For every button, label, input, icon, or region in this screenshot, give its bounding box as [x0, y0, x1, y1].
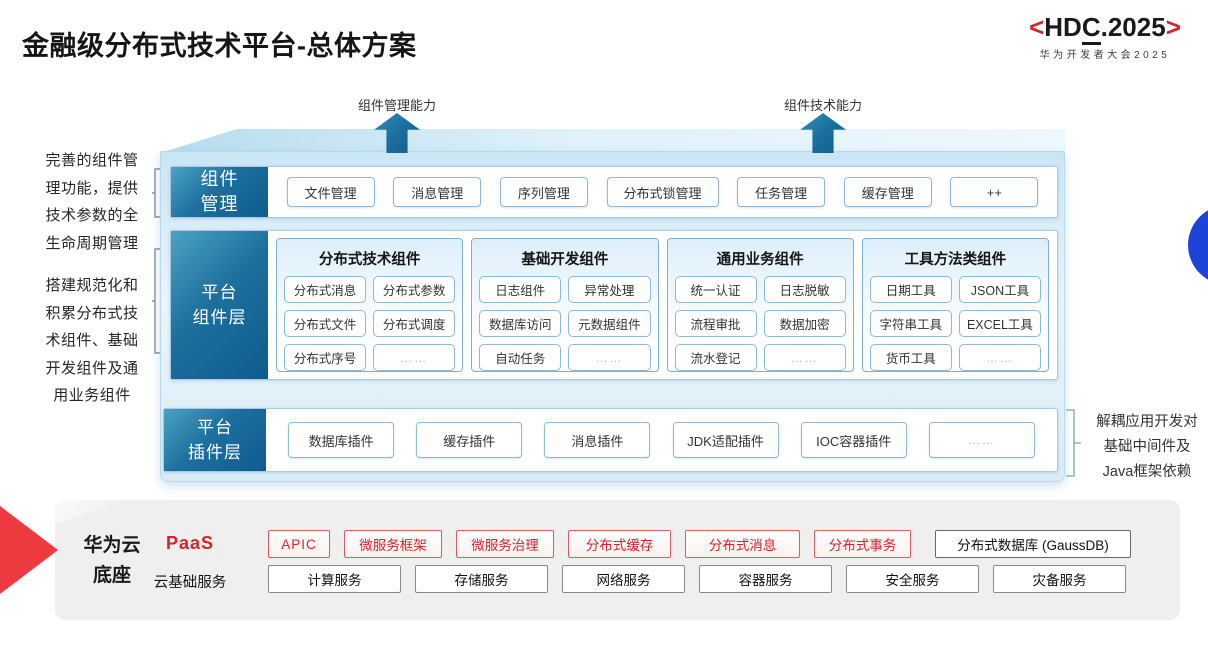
- component-box: 分布式消息: [284, 276, 367, 303]
- platform-component-label: 平台 组件层: [171, 231, 268, 379]
- component-management-label: 组件 管理: [171, 167, 268, 217]
- hdc-logo: <HDC.2025> 华为开发者大会2025: [1004, 12, 1206, 61]
- column-common-business: 通用业务组件 统一认证 日志脱敏 流程审批 数据加密 流水登记 ……: [666, 238, 854, 372]
- plugin-box: IOC容器插件: [800, 422, 907, 458]
- platform-component-row: 平台 组件层 分布式技术组件 分布式消息 分布式参数 分布式文件 分布式调度 分…: [170, 230, 1058, 380]
- component-management-row: 组件 管理 文件管理 消息管理 序列管理 分布式锁管理 任务管理 缓存管理 ++: [170, 166, 1058, 218]
- component-box: 分布式序号: [284, 344, 367, 371]
- component-box: 任务管理: [737, 177, 826, 207]
- component-box: 日期工具: [869, 276, 952, 303]
- component-box: 流程审批: [674, 310, 757, 337]
- component-box: 数据加密: [763, 310, 846, 337]
- component-box: 流水登记: [674, 344, 757, 371]
- component-box: 日志脱敏: [763, 276, 846, 303]
- component-box: 数据库访问: [479, 310, 562, 337]
- component-box: 分布式参数: [373, 276, 456, 303]
- left-note-platform-components: 搭建规范化和 积累分布式技 术组件、基础 开发组件及通 用业务组件: [45, 277, 139, 404]
- cloud-service-box: 计算服务: [268, 565, 401, 593]
- paas-label: PaaS: [165, 533, 215, 553]
- foundation-label: 华为云 底座: [83, 535, 141, 586]
- plugin-box: 数据库插件: [288, 422, 395, 458]
- page-title: 金融级分布式技术平台-总体方案: [22, 31, 417, 61]
- ellipsis-box: ……: [928, 422, 1035, 458]
- capability-label-management: 组件管理能力: [357, 98, 436, 113]
- left-note-component-management: 完善的组件管 理功能，提供 技术参数的全 生命周期管理: [45, 152, 139, 252]
- component-box: 序列管理: [499, 177, 588, 207]
- gaussdb-box: 分布式数据库 (GaussDB): [935, 530, 1131, 558]
- component-box: 分布式文件: [284, 310, 367, 337]
- component-box: 消息管理: [393, 177, 482, 207]
- hdc-logo-text: <HDC.2025>: [1004, 12, 1206, 45]
- paas-service-box: 分布式缓存: [568, 530, 671, 558]
- plugin-box: JDK适配插件: [672, 422, 779, 458]
- platform-plugin-label: 平台 插件层: [164, 409, 266, 471]
- component-box: ++: [950, 177, 1039, 207]
- component-box: 分布式锁管理: [606, 177, 719, 207]
- cloud-service-box: 安全服务: [846, 565, 979, 593]
- paas-services-row: APIC 微服务框架 微服务治理 分布式缓存 分布式消息 分布式事务 分布式数据…: [268, 530, 1131, 558]
- column-distributed-tech: 分布式技术组件 分布式消息 分布式参数 分布式文件 分布式调度 分布式序号 ……: [276, 238, 464, 372]
- hdc-logo-subtitle: 华为开发者大会2025: [1039, 50, 1171, 61]
- paas-service-box: 微服务治理: [456, 530, 554, 558]
- ellipsis-box: ……: [958, 344, 1041, 371]
- component-box: 文件管理: [286, 177, 375, 207]
- column-utility-methods: 工具方法类组件 日期工具 JSON工具 字符串工具 EXCEL工具 货币工具 ……: [861, 238, 1049, 372]
- plugin-box: 缓存插件: [416, 422, 523, 458]
- ellipsis-box: ……: [568, 344, 651, 371]
- component-box: 货币工具: [869, 344, 952, 371]
- component-box: JSON工具: [958, 276, 1041, 303]
- left-bracket-icon: [152, 248, 162, 354]
- component-box: 缓存管理: [843, 177, 932, 207]
- blue-circle-decoration: [1188, 205, 1208, 285]
- platform-top-face: [160, 129, 1065, 153]
- right-bracket-icon: [1066, 409, 1081, 477]
- paas-service-box: 微服务框架: [344, 530, 442, 558]
- right-note-decoupling: 解耦应用开发对 基础中间件及 Java框架依赖: [1096, 414, 1198, 480]
- platform-plugin-row: 平台 插件层 数据库插件 缓存插件 消息插件 JDK适配插件 IOC容器插件 ……: [163, 408, 1058, 472]
- component-box: 统一认证: [674, 276, 757, 303]
- logo-open-bracket-icon: <: [1029, 12, 1045, 42]
- component-box: EXCEL工具: [958, 310, 1041, 337]
- cloud-service-box: 容器服务: [699, 565, 832, 593]
- paas-service-box: APIC: [268, 530, 330, 558]
- component-box: 元数据组件: [568, 310, 651, 337]
- cloud-service-box: 网络服务: [562, 565, 685, 593]
- component-box: 字符串工具: [869, 310, 952, 337]
- paas-service-box: 分布式消息: [685, 530, 800, 558]
- paas-service-box: 分布式事务: [814, 530, 911, 558]
- component-box: 分布式调度: [373, 310, 456, 337]
- cloud-service-box: 灾备服务: [993, 565, 1126, 593]
- ellipsis-box: ……: [373, 344, 456, 371]
- logo-close-bracket-icon: >: [1165, 12, 1181, 42]
- component-box: 异常处理: [568, 276, 651, 303]
- column-basic-dev: 基础开发组件 日志组件 异常处理 数据库访问 元数据组件 自动任务 ……: [471, 238, 659, 372]
- component-box: 自动任务: [479, 344, 562, 371]
- capability-label-technical: 组件技术能力: [783, 98, 862, 113]
- cloud-service-box: 存储服务: [415, 565, 548, 593]
- huawei-cloud-foundation-panel: [55, 500, 1180, 620]
- plugin-box: 消息插件: [544, 422, 651, 458]
- left-bracket-icon: [152, 168, 162, 218]
- ellipsis-box: ……: [763, 344, 846, 371]
- cloud-services-label: 云基础服务: [153, 575, 227, 591]
- component-box: 日志组件: [479, 276, 562, 303]
- red-arrow-icon: [0, 506, 58, 594]
- cloud-services-row: 计算服务 存储服务 网络服务 容器服务 安全服务 灾备服务: [268, 565, 1126, 593]
